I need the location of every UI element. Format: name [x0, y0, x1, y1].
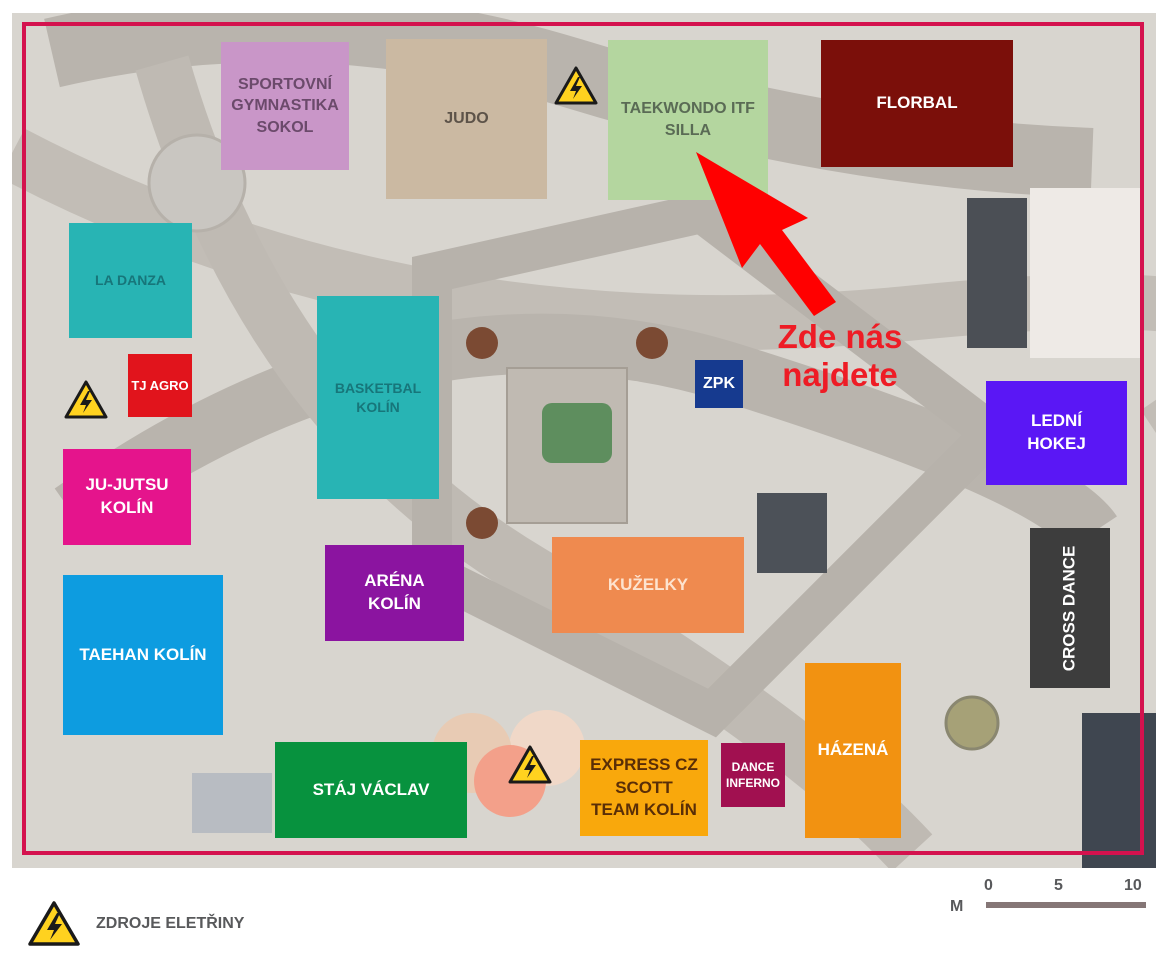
stand-zpk[interactable]: ZPK [695, 360, 743, 408]
electricity-hazard-icon [28, 901, 80, 946]
stand-florbal[interactable]: FLORBAL [821, 40, 1013, 167]
electricity-hazard-icon [554, 66, 598, 106]
scale-bar-line [986, 902, 1146, 908]
stand-sportovni-gymnastika-sokol[interactable]: SPORTOVNÍ GYMNASTIKA SOKOL [221, 42, 349, 170]
scale-tick-0: 0 [984, 877, 993, 894]
stand-express-cz-scott-team-kolin[interactable]: EXPRESS CZ SCOTT TEAM KOLÍN [580, 740, 708, 836]
stand-dance-inferno[interactable]: DANCE INFERNO [721, 743, 785, 807]
stand-tj-agro[interactable]: TJ AGRO [128, 354, 192, 417]
red-arrow-icon [696, 152, 836, 316]
stand-judo[interactable]: JUDO [386, 39, 547, 199]
scale-unit: M [950, 898, 964, 915]
scale-tick-10: 10 [1124, 877, 1142, 894]
scale-bar: 0 5 10 M [950, 874, 1160, 918]
stand-taehan-kolin[interactable]: TAEHAN KOLÍN [63, 575, 223, 735]
stand-hazena[interactable]: HÁZENÁ [805, 663, 901, 838]
stand-ledni-hokej[interactable]: LEDNÍ HOKEJ [986, 381, 1127, 485]
map-area[interactable]: SPORTOVNÍ GYMNASTIKA SOKOL JUDO TAEKWOND… [12, 13, 1156, 868]
stand-taekwondo-itf-silla[interactable]: TAEKWONDO ITF SILLA [608, 40, 768, 200]
stand-arena-kolin[interactable]: ARÉNA KOLÍN [325, 545, 464, 641]
electricity-hazard-icon [508, 745, 552, 785]
stand-la-danza[interactable]: LA DANZA [69, 223, 192, 338]
stand-ju-jutsu-kolin[interactable]: JU-JUTSU KOLÍN [63, 449, 191, 545]
stand-kuzelky[interactable]: KUŽELKY [552, 537, 744, 633]
stand-basketbal-kolin[interactable]: BASKETBAL KOLÍN [317, 296, 439, 499]
electricity-hazard-icon [64, 380, 108, 420]
stand-cross-dance[interactable]: CROSS DANCE [1030, 528, 1110, 688]
here-we-are-callout: Zde nás najdete [777, 318, 903, 393]
stand-staj-vaclav[interactable]: STÁJ VÁCLAV [275, 742, 467, 838]
legend-label: ZDROJE ELETŘINY [96, 915, 245, 932]
scale-tick-5: 5 [1054, 877, 1063, 894]
